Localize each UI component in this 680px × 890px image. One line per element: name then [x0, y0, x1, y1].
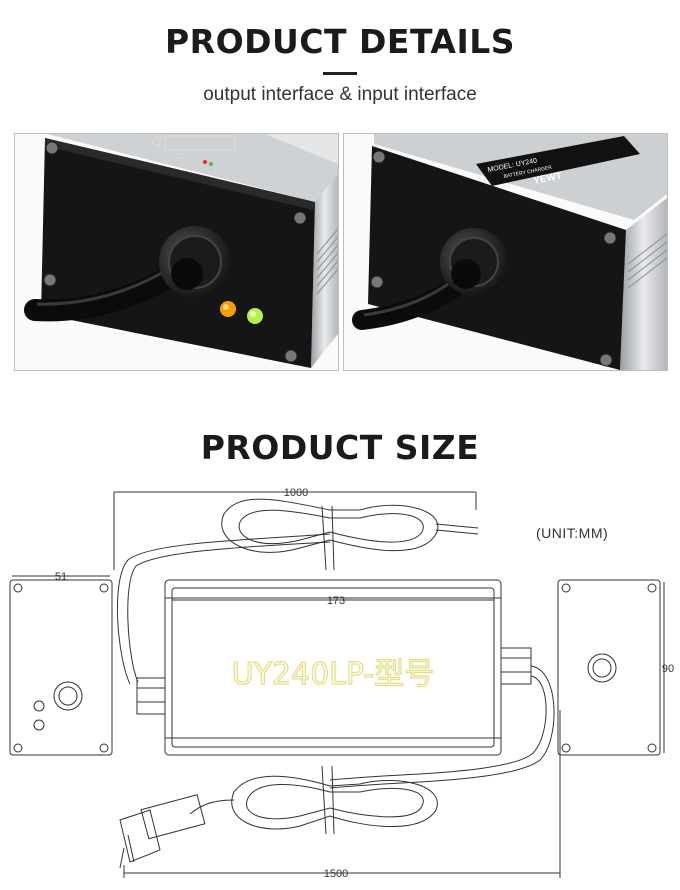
unit-label: (UNIT:MM): [536, 525, 609, 541]
dimension-drawing: UY240LP-型号 1000 51 173 90 1500: [9, 487, 674, 880]
model-watermark: UY240LP-型号: [232, 657, 435, 692]
product-size-title: PRODUCT SIZE: [200, 428, 480, 467]
title-underline: [323, 72, 357, 75]
dim-output-cable: 1000: [284, 487, 308, 499]
dim-width: 51: [55, 571, 67, 583]
dim-length: 173: [327, 595, 345, 607]
product-details-title: PRODUCT DETAILS: [164, 22, 516, 61]
dim-input-cable: 1500: [324, 868, 348, 880]
output-interface-photo: [14, 133, 339, 371]
label-brand: YEWT: [532, 171, 562, 187]
dim-height: 90: [662, 663, 674, 675]
product-details-subtitle: output interface & input interface: [203, 84, 477, 105]
input-interface-photo: MODEL: UY240 BATTERY CHARGER YEWT: [343, 133, 668, 371]
